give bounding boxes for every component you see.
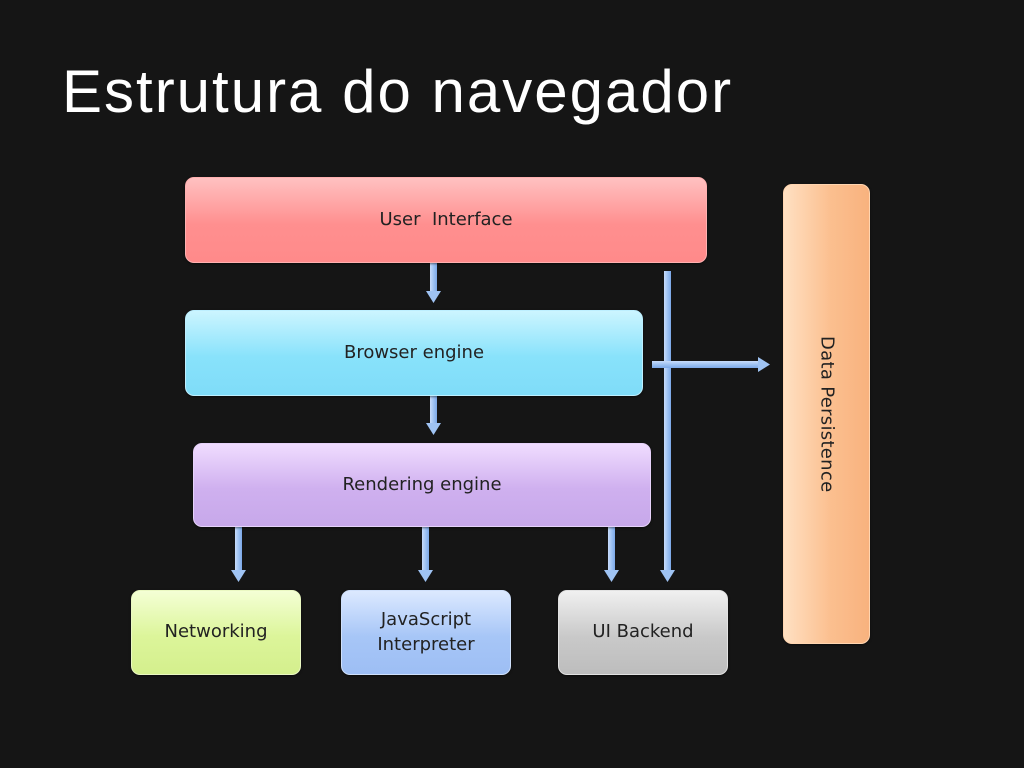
ui-backend-box: UI Backend bbox=[558, 590, 728, 675]
data-persistence-box: Data Persistence bbox=[783, 184, 870, 644]
browser-engine-box: Browser engine bbox=[185, 310, 643, 396]
rendering-engine-label: Rendering engine bbox=[342, 473, 502, 495]
networking-box: Networking bbox=[131, 590, 301, 675]
networking-label: Networking bbox=[164, 621, 268, 643]
ui-backend-label: UI Backend bbox=[592, 621, 694, 643]
javascript-interpreter-label-line2: Interpreter bbox=[377, 633, 475, 655]
arrow-rendering-to-networking bbox=[231, 527, 246, 582]
arrow-browser-engine-to-data-persistence bbox=[652, 357, 770, 372]
javascript-interpreter-label-line1: JavaScript bbox=[380, 609, 472, 631]
arrow-ui-to-ui-backend bbox=[660, 271, 675, 582]
arrow-rendering-to-javascript-interpreter bbox=[418, 527, 433, 582]
rendering-engine-box: Rendering engine bbox=[193, 443, 651, 527]
arrow-browser-to-rendering-engine bbox=[426, 396, 441, 435]
user-interface-box: User Interface bbox=[185, 177, 707, 263]
data-persistence-label: Data Persistence bbox=[816, 335, 838, 493]
javascript-interpreter-label: JavaScript Interpreter bbox=[377, 608, 474, 657]
javascript-interpreter-box: JavaScript Interpreter bbox=[341, 590, 511, 675]
browser-engine-label: Browser engine bbox=[343, 341, 485, 363]
user-interface-label: User Interface bbox=[379, 208, 513, 230]
arrow-rendering-to-ui-backend bbox=[604, 527, 619, 582]
slide-title: Estrutura do navegador bbox=[62, 58, 734, 125]
arrow-ui-to-browser-engine bbox=[426, 263, 441, 303]
